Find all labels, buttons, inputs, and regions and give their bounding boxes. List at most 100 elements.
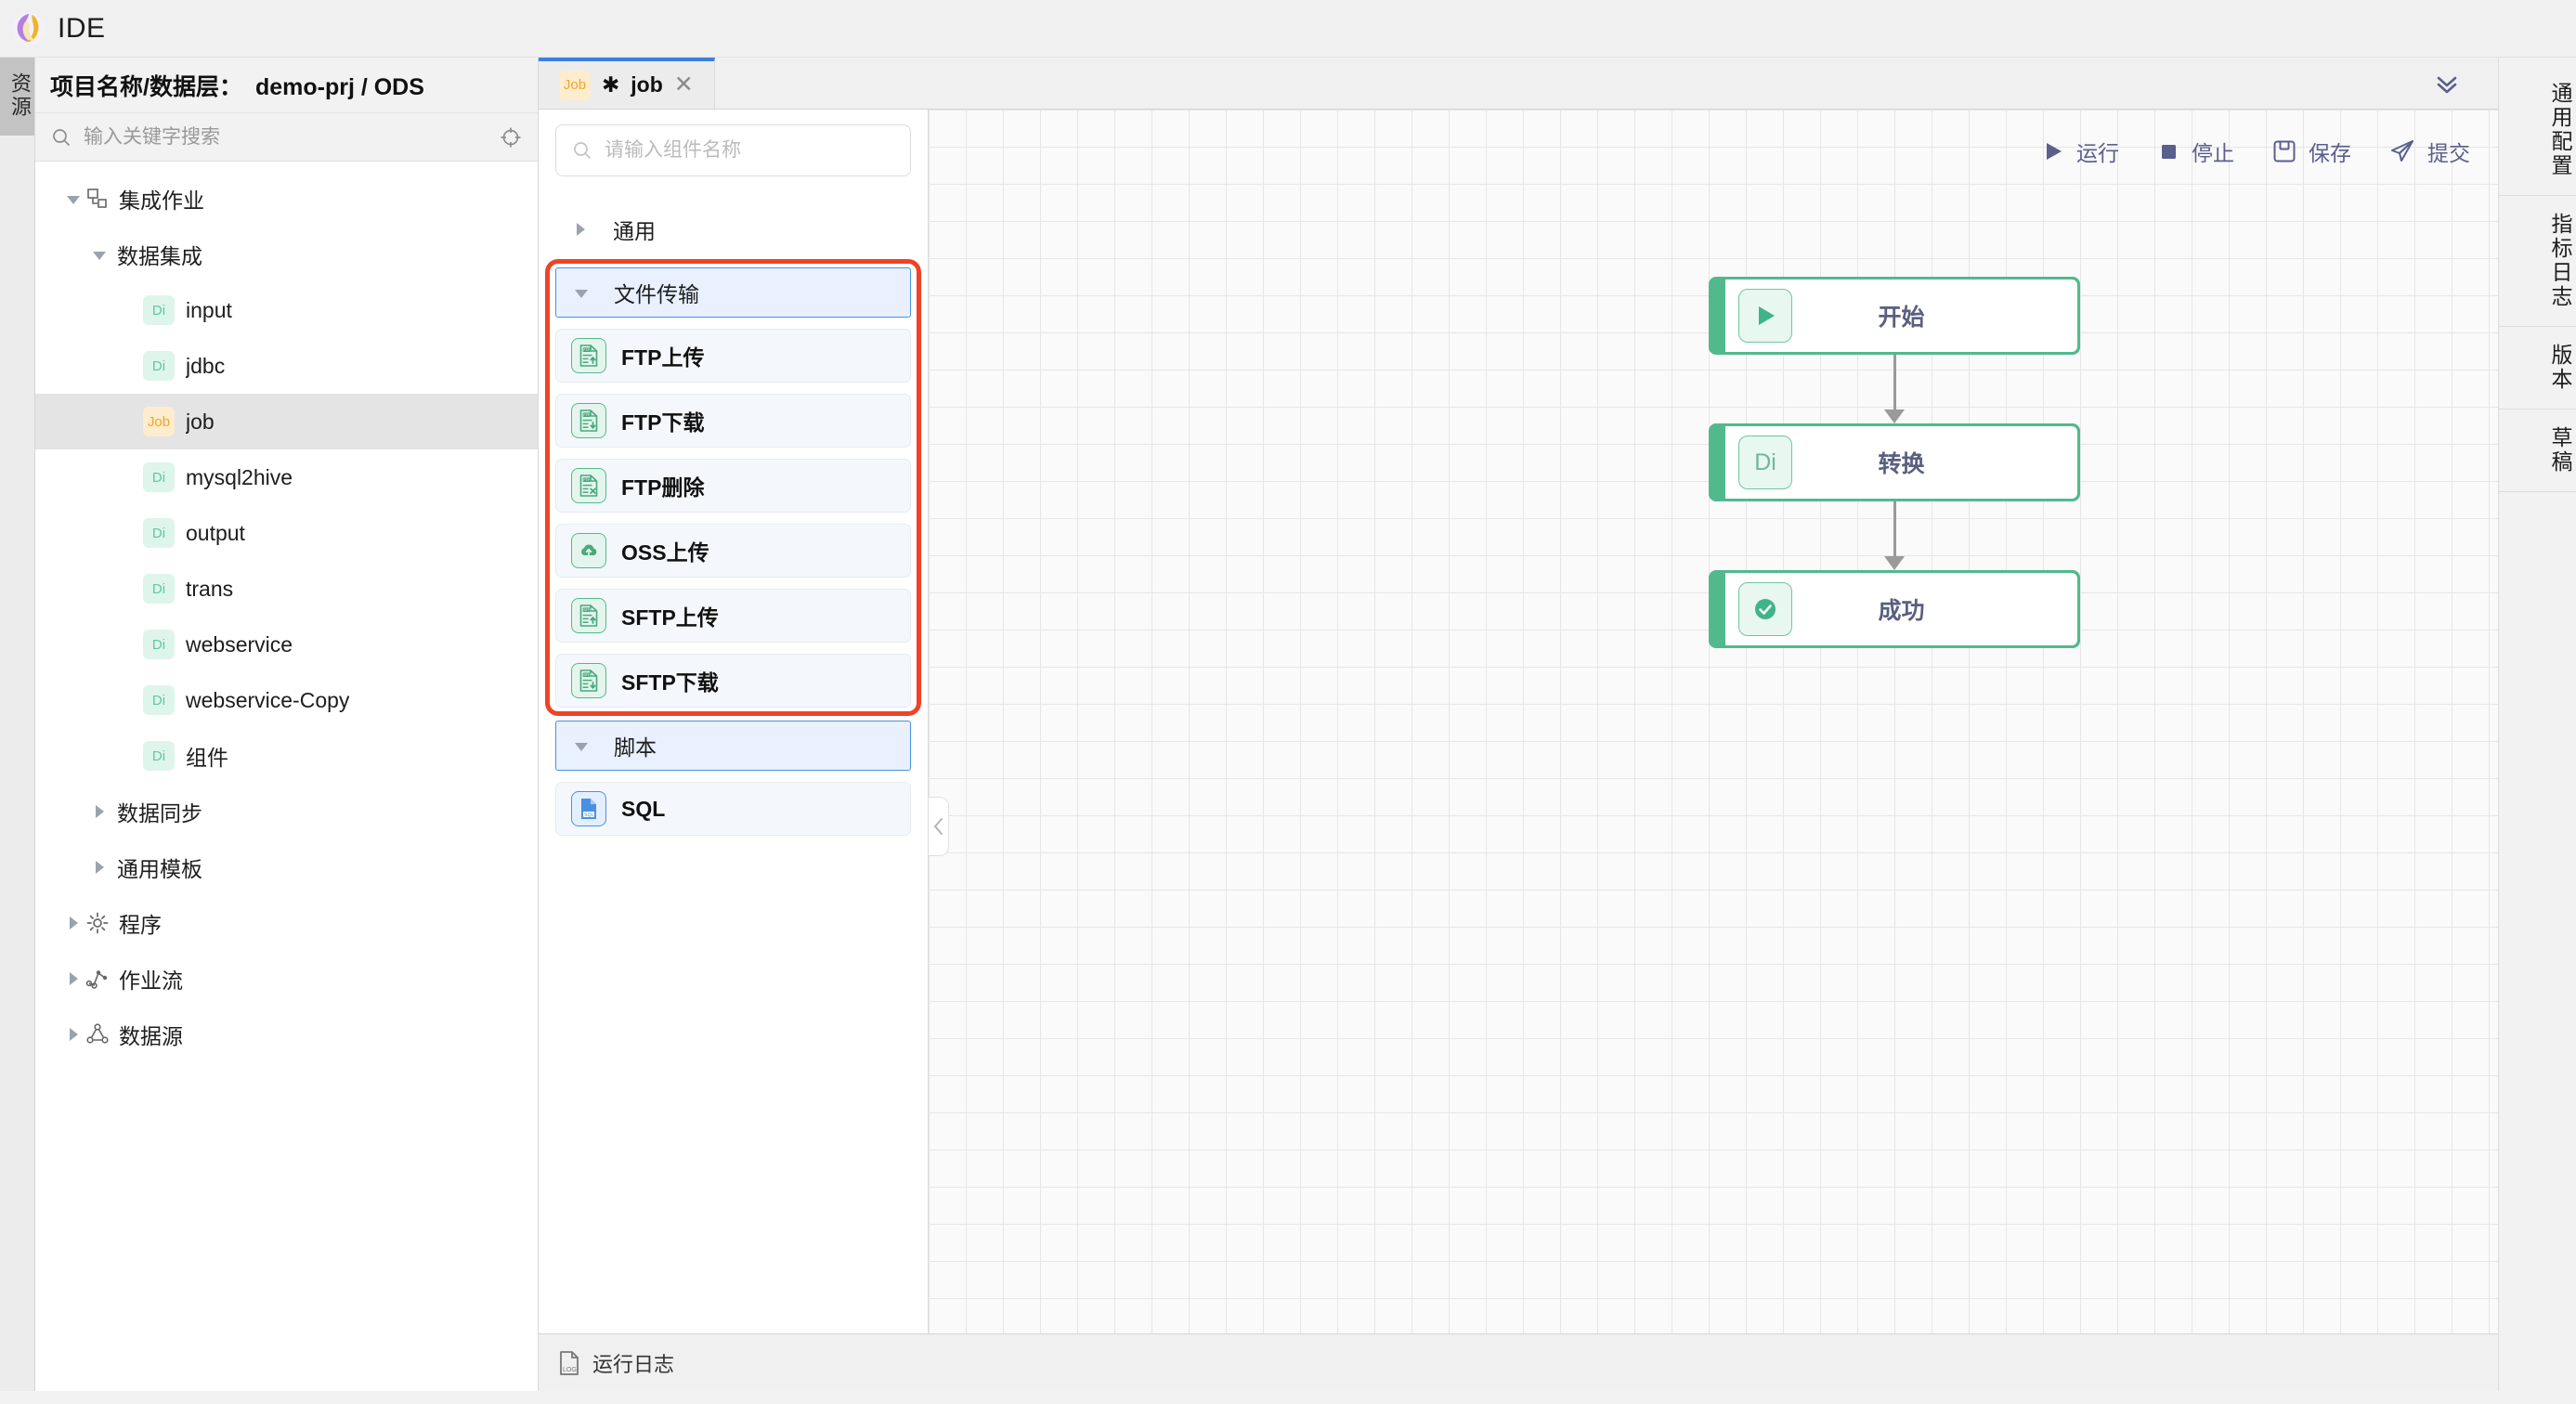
caret-down-icon[interactable] — [573, 737, 590, 754]
caret-right-icon[interactable] — [91, 803, 108, 820]
run-button[interactable]: 运行 — [2041, 136, 2119, 167]
tree-caret[interactable] — [63, 970, 84, 987]
ftp-download-icon: FTP — [571, 403, 606, 438]
palette-group-通用[interactable]: 通用 — [555, 204, 911, 254]
sql-file-icon: SQL — [571, 791, 606, 826]
run-log-bar[interactable]: LOG 运行日志 — [539, 1333, 2498, 1391]
svg-text:SFTP: SFTP — [583, 608, 592, 612]
tree-item-数据源[interactable]: 数据源 — [35, 1007, 538, 1062]
node-body: 成功 — [1725, 573, 2077, 645]
flow-node-start[interactable]: 开始 — [1709, 277, 2080, 355]
caret-right-icon[interactable] — [572, 221, 589, 238]
tree-item-label: 组件 — [186, 746, 228, 770]
component-palette: 通用文件传输FTPFTP上传FTPFTP下载FTPFTP删除OSS上传SFTPS… — [539, 110, 929, 1333]
tree-item-通用模板[interactable]: 通用模板 — [35, 839, 538, 895]
tree-caret[interactable] — [89, 246, 110, 263]
tab-dirty-marker: ✱ — [602, 72, 620, 97]
tree-item-label: 数据同步 — [117, 801, 202, 826]
right-rail-tab-草稿[interactable]: 草稿 — [2499, 410, 2576, 492]
palette-group-label: 通用 — [613, 219, 656, 243]
stop-icon — [2162, 145, 2176, 159]
node-icon-box — [1738, 582, 1792, 636]
palette-group-文件传输[interactable]: 文件传输 — [555, 267, 911, 318]
caret-right-icon[interactable] — [91, 859, 108, 876]
palette-group-spacer — [555, 708, 911, 721]
tree-caret[interactable] — [89, 859, 110, 876]
stop-button[interactable]: 停止 — [2156, 136, 2234, 167]
palette-collapse-handle[interactable] — [929, 797, 949, 856]
palette-item-SFTP上传[interactable]: SFTP SFTP上传 — [555, 589, 911, 643]
palette-group-脚本[interactable]: 脚本 — [555, 721, 911, 771]
caret-down-icon[interactable] — [91, 246, 108, 263]
node-icon-box: Di — [1738, 436, 1792, 489]
flow-node-success[interactable]: 成功 — [1709, 570, 2080, 648]
palette-item-label: OSS上传 — [621, 540, 709, 565]
palette-search-box[interactable] — [555, 124, 911, 176]
palette-search-input[interactable] — [605, 139, 895, 162]
tree-item-作业流[interactable]: 作业流 — [35, 951, 538, 1007]
flow-edge-arrow — [1884, 556, 1905, 570]
editor-tab-job[interactable]: Job ✱ job ✕ — [539, 58, 715, 109]
tree-type-badge: Di — [143, 351, 175, 381]
caret-right-icon[interactable] — [65, 1026, 82, 1043]
rail-tab-resources[interactable]: 资源 — [0, 58, 34, 136]
tree-item-数据集成[interactable]: 数据集成 — [35, 227, 538, 282]
sitemap-icon — [87, 188, 107, 208]
ftp-upload-icon: FTP — [571, 338, 606, 373]
oss-upload-icon — [581, 544, 597, 556]
right-rail-tab-指标日志[interactable]: 指标日志 — [2499, 196, 2576, 327]
caret-down-icon[interactable] — [65, 190, 82, 207]
tree-item-程序[interactable]: 程序 — [35, 895, 538, 951]
editor-tabstrip: Job ✱ job ✕ — [539, 58, 2498, 110]
tree-item-集成作业[interactable]: 集成作业 — [35, 171, 538, 227]
submit-button-label: 提交 — [2427, 141, 2470, 165]
svg-text:FTP: FTP — [583, 478, 590, 482]
chevron-double-down-icon[interactable] — [2396, 58, 2498, 109]
svg-text:FTP: FTP — [583, 348, 590, 352]
right-rail-tab-版本[interactable]: 版本 — [2499, 327, 2576, 410]
right-rail-tab-通用配置[interactable]: 通用配置 — [2499, 65, 2576, 196]
explorer-searchbar[interactable] — [35, 113, 538, 162]
run-log-label: 运行日志 — [592, 1352, 675, 1376]
tree-type-badge: Di — [143, 295, 175, 325]
caret-down-icon[interactable] — [573, 284, 590, 301]
search-icon — [53, 128, 71, 146]
node-label: 开始 — [1878, 305, 1925, 331]
save-button[interactable]: 保存 — [2271, 136, 2351, 167]
explorer-search-input[interactable] — [84, 125, 488, 149]
tree-caret[interactable] — [63, 915, 84, 931]
palette-group-label: 脚本 — [614, 735, 657, 760]
palette-item-label: SFTP上传 — [621, 605, 719, 630]
tree-caret[interactable] — [63, 1026, 84, 1043]
crosshair-icon[interactable] — [499, 125, 523, 150]
caret-right-icon[interactable] — [65, 915, 82, 931]
close-icon[interactable]: ✕ — [673, 72, 694, 98]
flow-node-transform[interactable]: Di 转换 — [1709, 423, 2080, 501]
tree-item-数据同步[interactable]: 数据同步 — [35, 784, 538, 839]
gear-icon — [86, 912, 109, 934]
palette-item-OSS上传[interactable]: OSS上传 — [555, 524, 911, 578]
node-label: 转换 — [1878, 451, 1925, 477]
sftp-upload-icon: SFTP — [571, 598, 606, 633]
tree-caret[interactable] — [89, 803, 110, 820]
oss-upload-icon — [571, 533, 606, 568]
submit-button[interactable]: 提交 — [2388, 136, 2470, 167]
tree-caret[interactable] — [63, 190, 84, 207]
flow-canvas[interactable]: 运行 停止 保存 — [929, 110, 2498, 1333]
caret-right-icon[interactable] — [65, 970, 82, 987]
